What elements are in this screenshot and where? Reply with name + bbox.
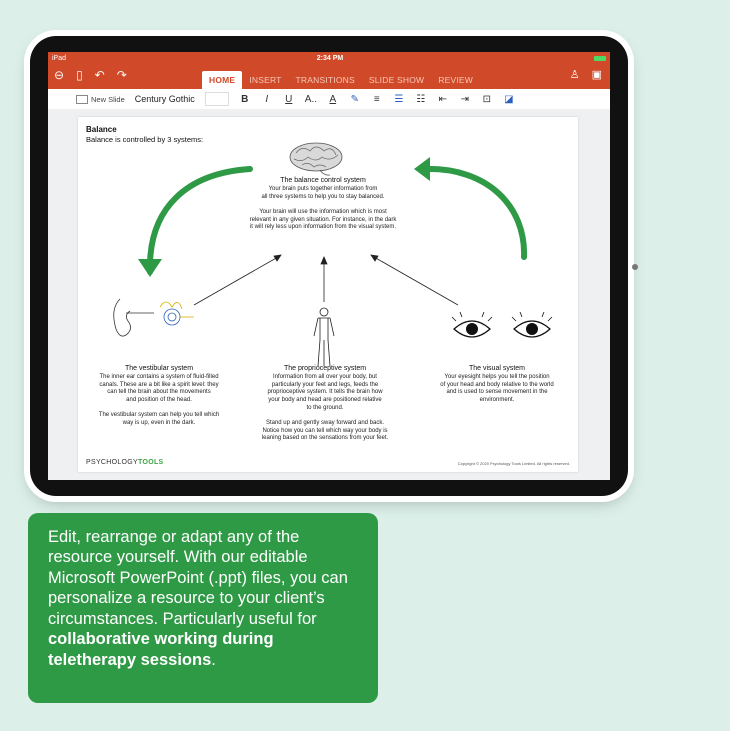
callout-bold-text: collaborative working during teletherapy… [48,630,274,669]
brain-icon [289,142,343,176]
status-bar: iPad 2:34 PM [48,52,610,64]
balance-line-1: Your brain puts together information fro… [268,185,378,192]
human-body-icon [313,307,335,367]
redo-icon[interactable]: ↷ [116,68,127,82]
green-arrowhead-left [138,259,162,277]
info-callout: Edit, rearrange or adapt any of the reso… [28,513,378,703]
bold-button[interactable]: B [241,93,249,105]
numbering-icon[interactable]: ☷ [416,93,426,105]
proprioceptive-block: The proprioceptive system Information fr… [250,365,400,443]
balance-line-4: relevant in any given situation. For ins… [249,216,397,223]
indent-icon[interactable]: ⇥ [460,93,469,105]
outdent-icon[interactable]: ⇤ [438,93,447,105]
tab-transitions[interactable]: TRANSITIONS [295,75,355,85]
logo-word-2: TOOLS [138,459,164,466]
vestibular-line-5: The vestibular system can help you tell … [98,412,220,419]
new-slide-button[interactable]: New Slide [76,94,125,104]
balance-line-2: all three systems to help you to stay ba… [261,193,385,200]
proprioceptive-line-4: your body and head are positioned relati… [268,396,382,403]
slide-title: Balance [86,125,117,134]
slide-graphics [113,142,553,367]
vestibular-heading: The vestibular system [124,365,194,372]
undo-icon[interactable]: ↶ [94,68,105,82]
vestibular-block: The vestibular system The inner ear cont… [84,365,234,428]
balance-line-5: it will rely less upon information from … [249,224,397,231]
textbox-icon[interactable]: ⊡ [482,93,491,105]
balance-line-3: Your brain will use the information whic… [259,208,387,215]
tab-slide-show[interactable]: SLIDE SHOW [368,75,425,85]
proprioceptive-line-8: leaning based on the sensations from you… [261,435,389,442]
psychology-tools-logo: PSYCHOLOGYTOOLS [86,459,164,466]
ribbon: ⊖ ▯ ↶ ↷ HOME INSERT TRANSITIONS SLIDE SH… [48,64,610,89]
visual-heading: The visual system [468,365,526,372]
battery-icon [593,55,606,61]
font-size-field[interactable] [204,92,229,106]
highlight-icon[interactable]: ✎ [350,93,359,105]
vestibular-line-3: can tell the brain about the movements [107,389,211,396]
vestibular-line-4: and position of the head. [126,396,192,403]
tablet-frame: iPad 2:34 PM ⊖ ▯ ↶ ↷ HOME INSERT TRANSIT… [30,36,638,496]
carrier-label: iPad [52,54,67,62]
proprioceptive-line-2: particularly your feet and legs, feeds t… [271,381,379,388]
file-icon[interactable]: ▯ [76,68,83,82]
bullets-icon[interactable]: ☰ [394,93,404,105]
font-family-select[interactable]: Century Gothic [134,94,195,104]
visual-line-4: environment. [479,396,515,403]
new-slide-icon [76,94,88,104]
ribbon-tabs: HOME INSERT TRANSITIONS SLIDE SHOW REVIE… [202,71,480,89]
share-person-icon[interactable]: ♙ [569,69,580,81]
new-slide-label: New Slide [91,94,125,104]
app-screen: iPad 2:34 PM ⊖ ▯ ↶ ↷ HOME INSERT TRANSIT… [48,52,610,480]
balance-heading: The balance control system [280,177,366,184]
visual-line-1: Your eyesight helps you tell the positio… [444,373,550,380]
slide-canvas: Balance Balance is controlled by 3 syste… [48,109,610,480]
tab-home[interactable]: HOME [202,71,243,89]
proprioceptive-heading: The proprioceptive system [283,365,367,372]
vestibular-line-1: The inner ear contains a system of fluid… [99,373,219,380]
green-arrowhead-right [414,157,430,181]
callout-text-end: . [211,650,216,669]
copyright-text: Copyright © 2020 Psychology Tools Limite… [457,461,570,466]
visual-line-3: and is used to sense movement in the [446,389,548,396]
font-size-button[interactable]: A.. [304,93,318,105]
align-icon[interactable]: ≡ [373,93,380,105]
callout-text: Edit, rearrange or adapt any of the reso… [48,528,348,628]
proprioceptive-line-3: proprioceptive system. It tells the brai… [267,389,383,396]
formatting-toolbar: New Slide Century Gothic B I U A.. A ✎ ≡… [48,89,610,110]
inner-ear-icon [113,298,194,337]
underline-button[interactable]: U [285,93,293,105]
font-color-button[interactable]: A [329,93,337,105]
proprioceptive-line-1: Information from all over your body, but [273,373,377,380]
slide[interactable]: Balance Balance is controlled by 3 syste… [78,117,578,472]
visual-line-2: of your head and body relative to the wo… [440,381,554,388]
eyes-icon [451,311,553,338]
balance-control-block: The balance control system Your brain pu… [228,177,418,232]
home-button[interactable] [632,264,638,270]
slide-subtitle: Balance is controlled by 3 systems: [86,135,204,144]
proprioceptive-line-5: to the ground. [306,404,344,411]
green-arrow-left [146,166,253,275]
tab-review[interactable]: REVIEW [438,75,473,85]
tab-insert[interactable]: INSERT [249,75,282,85]
clock: 2:34 PM [316,54,344,62]
visual-block: The visual system Your eyesight helps yo… [422,365,572,405]
italic-button[interactable]: I [265,93,269,105]
back-icon[interactable]: ⊖ [54,68,65,82]
vestibular-line-6: way is up, even in the dark. [122,419,196,426]
proprioceptive-line-7: Notice how you can tell which way your b… [262,427,388,434]
vestibular-line-2: canals. These are a bit like a spirit le… [99,381,219,388]
shapes-icon[interactable]: ◪ [504,93,514,105]
green-arrow-right [421,165,528,260]
proprioceptive-line-6: Stand up and gently sway forward and bac… [265,419,385,426]
present-icon[interactable]: ▣ [591,69,602,81]
logo-word-1: PSYCHOLOGY [86,459,139,466]
